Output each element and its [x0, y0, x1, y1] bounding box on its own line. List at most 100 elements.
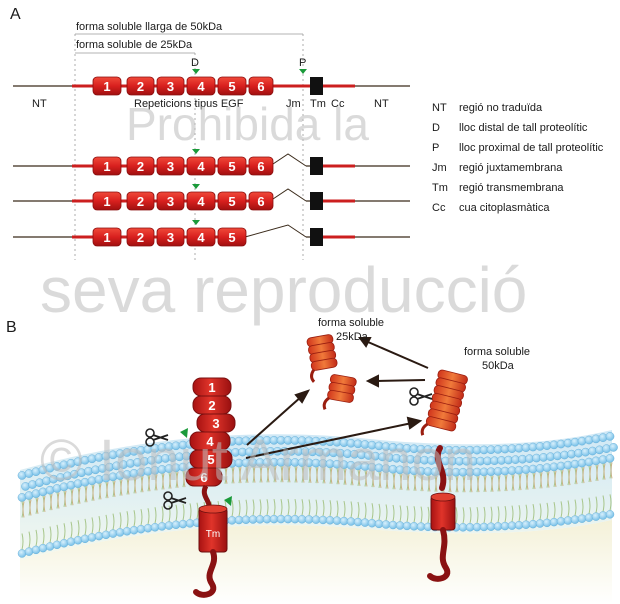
lipid-tail [490, 506, 493, 523]
membrane-stub [427, 445, 456, 582]
lipid-head [598, 433, 608, 442]
egf-domain-6 [248, 156, 274, 176]
lipid-tail [462, 507, 465, 524]
lipid-tail [56, 524, 59, 541]
egf-domain-1 [92, 76, 122, 96]
lipid-head [595, 445, 604, 455]
lipid-head [591, 434, 601, 444]
lipid-tail [252, 499, 255, 516]
lipid-head [353, 517, 363, 527]
egf-domain-number: 5 [228, 194, 235, 209]
lipid-tail [483, 506, 486, 524]
egf-domain-number: 5 [228, 79, 235, 94]
watermark-line2: seva reproducció [40, 254, 527, 326]
lipid-tail [239, 466, 242, 484]
lipid-tail [330, 467, 333, 484]
region-nt-right: NT [374, 98, 389, 110]
lipid-tail [393, 473, 396, 490]
lipid-head [472, 522, 482, 532]
soluble-fragment-25kda [306, 334, 338, 383]
lipid-head [493, 522, 503, 531]
lipid-tail [238, 499, 241, 517]
lipid-tail [231, 500, 234, 517]
lipid-tail [140, 509, 143, 526]
lipid-tail [294, 499, 297, 516]
lipid-head [591, 456, 601, 466]
lipid-head [262, 515, 272, 524]
lipid-tail [98, 515, 101, 533]
egf-domain-number: 4 [197, 194, 205, 209]
lipid-tail [512, 474, 515, 491]
lipid-tail [267, 466, 270, 483]
lipid-tail [350, 501, 353, 518]
lipid-tail [603, 463, 606, 480]
lipid-tail [400, 473, 403, 490]
egf-domain-2 [126, 76, 155, 96]
lipid-tail [84, 518, 87, 535]
tm-label: Tm [206, 529, 220, 540]
lipid-head [374, 519, 384, 529]
egf-domain-number: 3 [167, 159, 174, 174]
lipid-tail [497, 506, 500, 523]
lipid-tail [99, 483, 102, 500]
lipid-tail [526, 473, 529, 490]
lipid-tail [106, 481, 109, 499]
egf-domain-number: 3 [167, 194, 174, 209]
lipid-tail [379, 471, 382, 489]
lipid-tail [532, 504, 535, 521]
lipid-head [73, 536, 83, 545]
splice-junction [244, 224, 307, 238]
egf-domain-number: 1 [103, 159, 110, 174]
bound-domain-number: 3 [212, 416, 219, 431]
lipid-head [346, 517, 356, 526]
lipid-head [609, 443, 618, 452]
lipid-head [129, 526, 139, 535]
lipid-tail [85, 486, 88, 503]
lipid-head [31, 545, 41, 555]
egf-domain-number: 4 [197, 230, 205, 245]
lipid-tail [29, 499, 32, 516]
lipid-tail [372, 471, 375, 488]
splice-junction [269, 188, 307, 202]
lipid-head [185, 519, 195, 528]
egf-domain-number: 3 [167, 230, 174, 245]
watermark-line3: © Ionut Armanon [40, 428, 476, 493]
lipid-tail [561, 469, 564, 487]
legend-text: regió no traduïda [459, 102, 543, 114]
site-d-marker [192, 69, 200, 74]
lipid-head [605, 432, 615, 441]
cytoplasmic-tail [193, 549, 218, 598]
fragment-tail [310, 368, 316, 383]
lipid-tail [176, 471, 179, 488]
lipid-tail [162, 473, 165, 490]
lipid-tail [511, 505, 514, 522]
egf-domain-4 [186, 227, 216, 247]
legend-text: cua citoplasmàtica [459, 202, 550, 214]
lipid-tail [505, 474, 508, 492]
lipid-tail [49, 526, 52, 543]
egf-domain-number: 2 [137, 230, 144, 245]
lipid-tail [386, 472, 389, 489]
lipid-head [59, 539, 69, 548]
lipid-tail [525, 504, 528, 521]
egf-domain-2 [126, 227, 155, 247]
lipid-tail [189, 503, 192, 520]
lipid-head [248, 515, 258, 524]
lipid-tail [112, 513, 115, 530]
region-egf: Repeticions tipus EGF [134, 98, 244, 110]
egf-domain-number: 4 [197, 79, 205, 94]
lipid-head [605, 454, 615, 463]
lipid-tail [357, 501, 360, 519]
lipid-tail [43, 495, 46, 513]
lipid-tail [491, 475, 494, 492]
site-d-label: D [191, 57, 199, 69]
lipid-tail [148, 475, 151, 492]
lipid-tail [259, 499, 262, 516]
legend-key: D [432, 122, 440, 134]
lipid-tail [456, 476, 459, 493]
lipid-tail [420, 506, 423, 523]
lipid-tail [175, 504, 178, 521]
lipid-head [94, 531, 104, 541]
lipid-tail [260, 466, 263, 483]
